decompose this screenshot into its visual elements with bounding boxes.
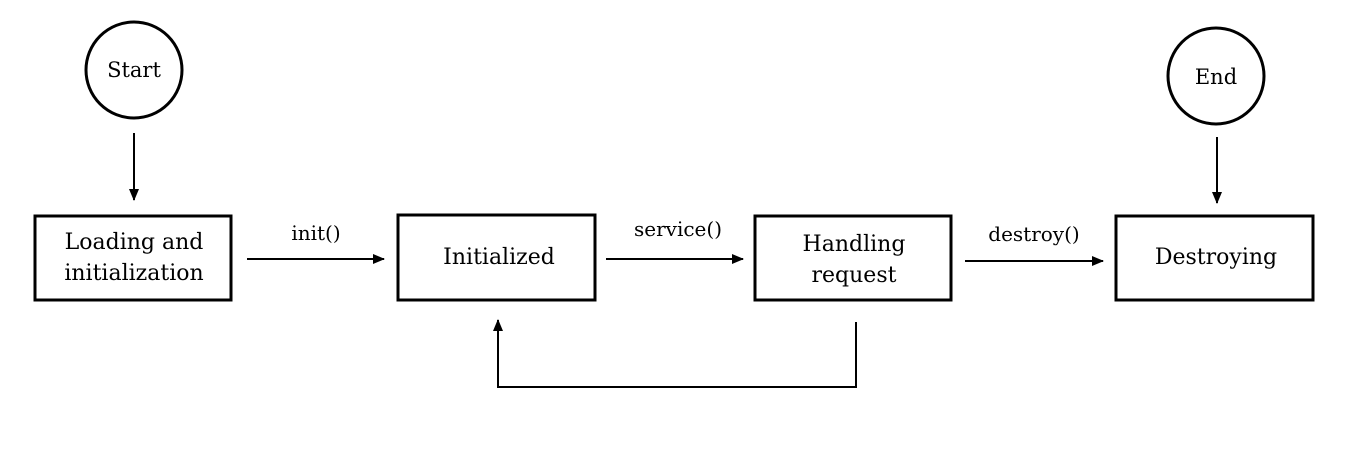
end-label: End — [1195, 65, 1237, 89]
loading-box — [33, 214, 233, 302]
initialized-box — [396, 213, 597, 302]
destroying-node: Destroying — [1114, 214, 1315, 302]
loading-node: Loading and initialization — [33, 214, 233, 302]
end-circle — [1166, 26, 1266, 126]
service-label: service() — [634, 217, 722, 241]
handling-box — [753, 214, 953, 302]
handling-label-line2: request — [812, 263, 897, 288]
destroying-box — [1114, 214, 1315, 302]
handling-node: Handling request — [753, 214, 953, 302]
init-label: init() — [291, 221, 340, 245]
initialized-label: Initialized — [443, 245, 555, 270]
start-label: Start — [107, 58, 161, 82]
end-node: End — [1166, 26, 1266, 126]
start-node: Start — [84, 20, 184, 120]
handling-label-line1: Handling — [803, 232, 906, 257]
destroy-label: destroy() — [988, 222, 1079, 246]
initialized-node: Initialized — [396, 213, 597, 302]
destroying-label: Destroying — [1155, 245, 1277, 270]
loading-label-line1: Loading and — [65, 230, 204, 255]
loading-label-line2: initialization — [64, 261, 203, 286]
arrow-loop-back — [493, 319, 857, 388]
start-circle — [84, 20, 184, 120]
